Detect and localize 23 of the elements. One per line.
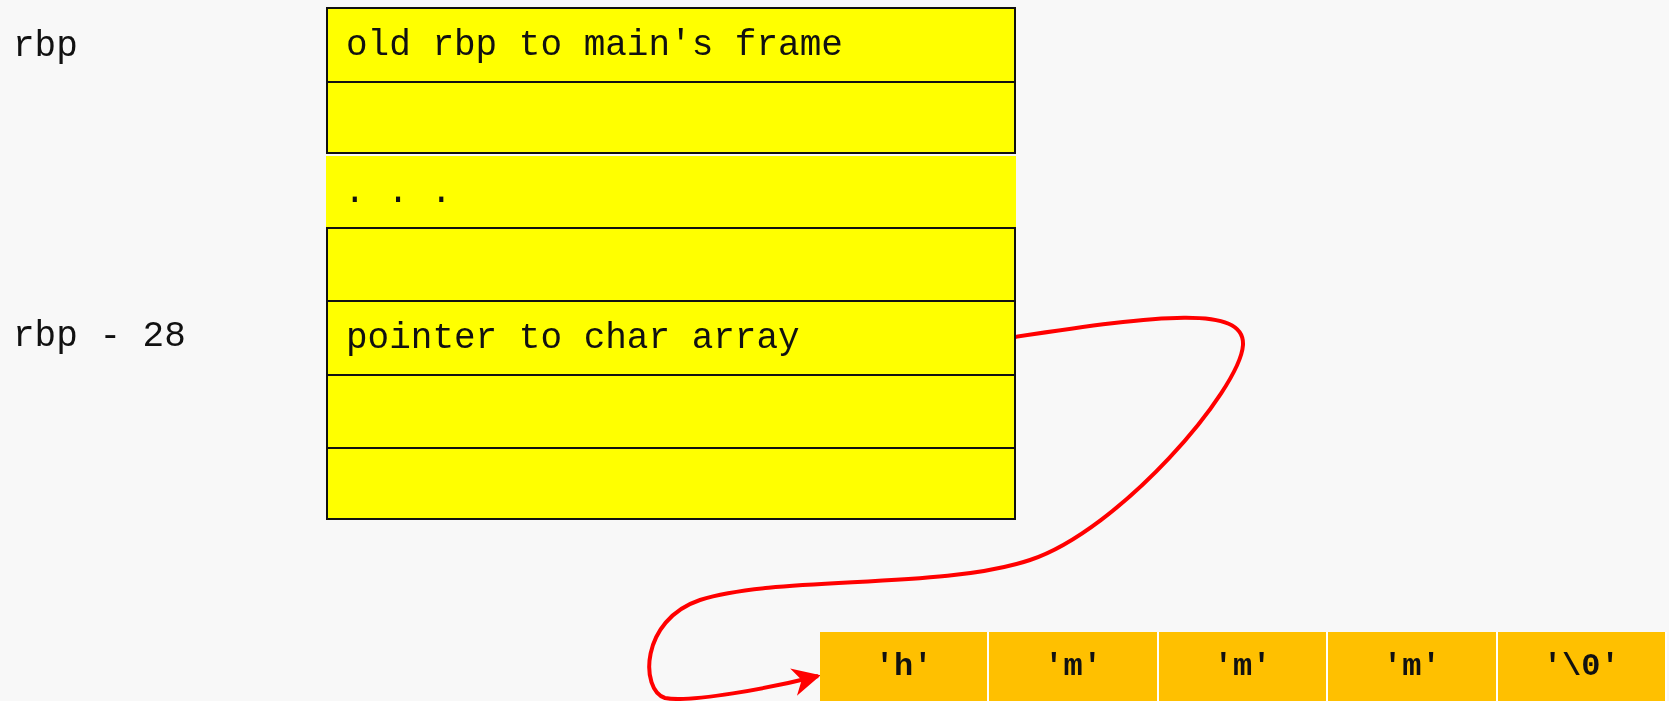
stack-slot	[326, 300, 1016, 376]
cell-text: 'h'	[874, 648, 933, 685]
stack-slot	[326, 81, 1016, 154]
cell-text: 'm'	[1213, 648, 1272, 685]
stack-gap-row	[326, 156, 1016, 229]
stack-slot	[326, 7, 1016, 83]
cell-text: pointer to char array	[346, 317, 800, 359]
array-cell	[1328, 632, 1498, 701]
register-label: rbp	[13, 26, 78, 67]
cell-text: 'm'	[1044, 648, 1102, 685]
cell-text: . . .	[344, 172, 453, 213]
stack-slot	[326, 447, 1016, 520]
cell-text: 'm'	[1383, 648, 1441, 685]
array-cell	[820, 632, 990, 701]
stack-slot	[326, 374, 1016, 449]
cell-text: old rbp to main's frame	[346, 24, 843, 66]
arrow	[647, 315, 1245, 701]
array-cell	[1158, 632, 1329, 701]
cell-text: '\0'	[1542, 648, 1620, 685]
array-cell	[1497, 632, 1667, 701]
stack-slot	[326, 227, 1016, 302]
register-label: rbp - 28	[13, 316, 186, 357]
array-cell	[989, 632, 1159, 701]
